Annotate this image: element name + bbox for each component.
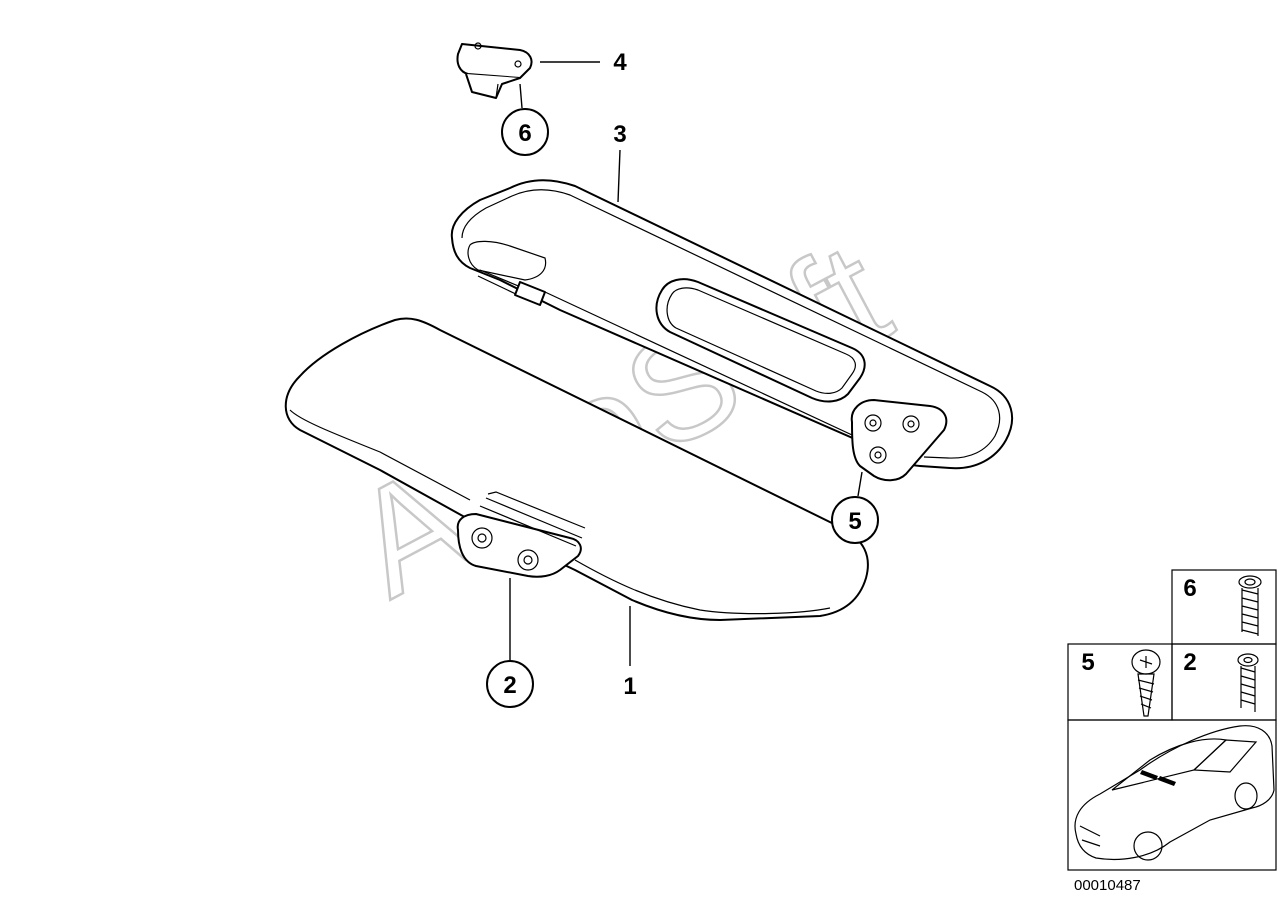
callout-6: 6 xyxy=(518,120,531,147)
callouts: 4 6 3 5 2 1 xyxy=(486,49,879,708)
legend-label-6: 6 xyxy=(1183,575,1196,602)
screw-2-icon xyxy=(1237,653,1259,712)
drawing-number: 00010487 xyxy=(1074,877,1141,894)
sun-visor-plain xyxy=(284,317,869,621)
callout-2: 2 xyxy=(503,672,516,699)
callout-circle-2 xyxy=(486,660,534,708)
callout-circle-6 xyxy=(501,108,549,156)
screw-5-icon xyxy=(1131,649,1161,717)
callout-4: 4 xyxy=(613,49,627,76)
leader-lines xyxy=(509,61,863,666)
legend-label-2: 2 xyxy=(1183,649,1196,676)
callout-3: 3 xyxy=(613,121,626,148)
visor-clip xyxy=(456,42,533,99)
callout-circle-5 xyxy=(831,496,879,544)
callout-1: 1 xyxy=(623,673,636,700)
fastener-legend: 6 5 2 xyxy=(1067,569,1277,894)
sun-visor-mirror xyxy=(450,179,1014,482)
screw-6-icon xyxy=(1238,575,1262,636)
car-location-icon xyxy=(1074,725,1275,861)
callout-5: 5 xyxy=(848,508,861,535)
legend-label-5: 5 xyxy=(1081,649,1094,676)
